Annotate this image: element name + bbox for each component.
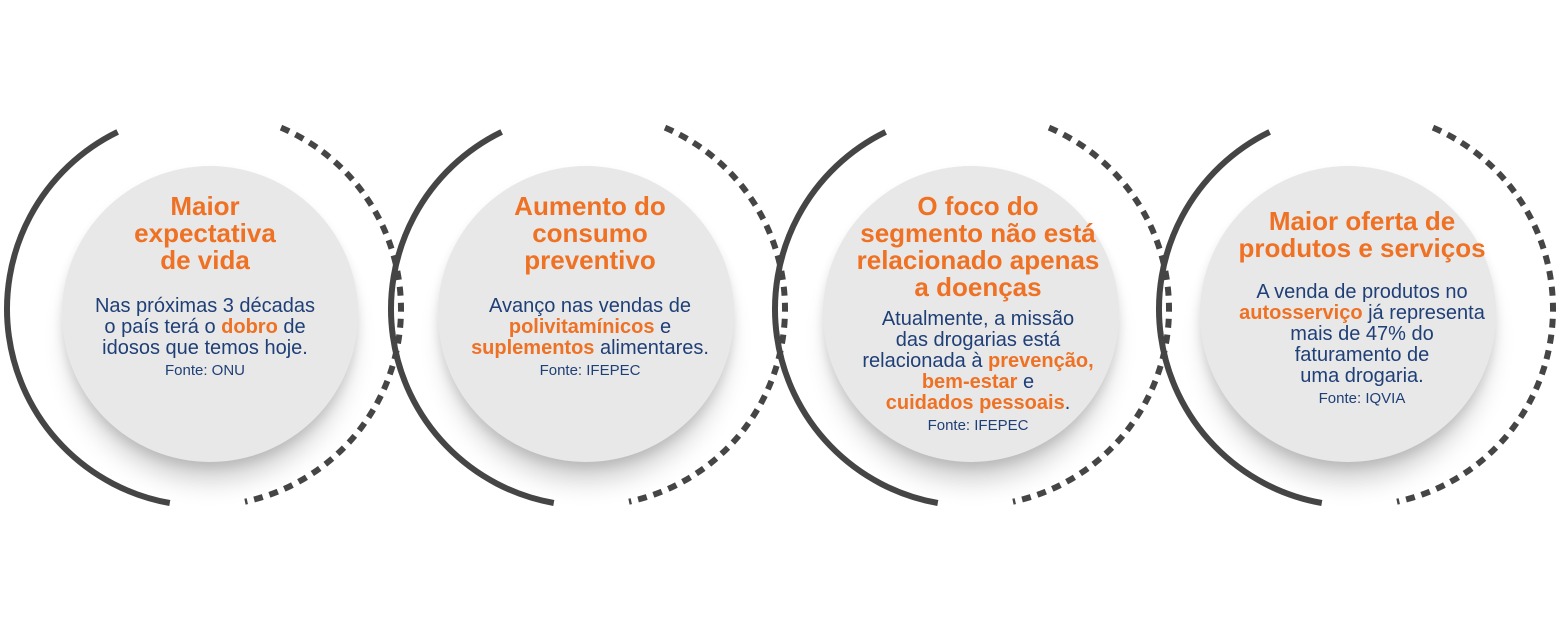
body-text: Avanço nas vendas de (488, 295, 691, 317)
title-line: expectativa (134, 218, 276, 248)
title-line: Maior (170, 191, 240, 221)
step-2-disc (438, 166, 734, 462)
title-line: relacionado apenas (856, 245, 1100, 275)
body-text: faturamento de (1294, 344, 1430, 366)
title-line: segmento não está (860, 218, 1096, 248)
source-label: Fonte: IQVIA (1318, 390, 1406, 407)
step-body: A venda de produtos no autosserviço já r… (1212, 282, 1512, 387)
body-line: Avanço nas vendas de (440, 296, 740, 317)
title-line: de vida (160, 245, 250, 275)
highlight-text: polivitamínicos (508, 316, 655, 338)
title-line: Maior oferta de (1268, 206, 1456, 236)
highlight-text: suplementos (471, 337, 595, 359)
body-text: o país terá o (104, 316, 222, 338)
ring-dashed-arc (244, 124, 404, 505)
title-line: O foco do (917, 191, 1039, 221)
ring-solid-arc (772, 129, 939, 506)
title-line: consumo (532, 218, 648, 248)
source-label: Fonte: IFEPEC (927, 417, 1029, 434)
body-line: bem-estar e (828, 372, 1128, 393)
body-text: e (1017, 371, 1035, 393)
highlight-text: dobro (221, 316, 278, 338)
step-body: Nas próximas 3 décadas o país terá o dob… (55, 296, 355, 359)
body-line: das drogarias está (828, 330, 1128, 351)
body-text: A venda de produtos no (1256, 281, 1468, 303)
step-body: Atualmente, a missão das drogarias está … (828, 309, 1128, 414)
title-line: produtos e serviços (1238, 233, 1486, 263)
body-text: relacionada à (862, 350, 989, 372)
title-line: preventivo (524, 245, 656, 275)
body-line: Atualmente, a missão (828, 309, 1128, 330)
body-text: idosos que temos hoje. (102, 337, 308, 359)
body-line: faturamento de (1212, 345, 1512, 366)
ring-dashed-arc (1012, 124, 1172, 505)
body-text: e (654, 316, 672, 338)
step-4: Maior oferta de produtos e serviços A ve… (1212, 208, 1512, 408)
body-text: alimentares. (594, 337, 709, 359)
highlight-text: cuidados pessoais (885, 392, 1065, 414)
step-body: Avanço nas vendas de polivitamínicos e s… (440, 296, 740, 359)
body-line: autosserviço já representa (1212, 303, 1512, 324)
title-line: a doenças (914, 272, 1042, 302)
highlight-text: autosserviço (1239, 302, 1363, 324)
body-line: idosos que temos hoje. (55, 338, 355, 359)
ring-solid-arc (388, 129, 555, 506)
body-line: o país terá o dobro de (55, 317, 355, 338)
ring-solid-arc (1156, 129, 1323, 506)
body-line: uma drogaria. (1212, 366, 1512, 387)
highlight-text: prevenção, (988, 350, 1094, 372)
body-text: mais de 47% do (1290, 323, 1434, 345)
body-text: . (1064, 392, 1071, 414)
source-label: Fonte: ONU (164, 362, 246, 379)
source-label: Fonte: IFEPEC (539, 362, 641, 379)
ring-solid-arc (4, 129, 171, 506)
step-1: Maior expectativa de vida Nas próximas 3… (55, 193, 355, 380)
body-text: Atualmente, a missão (881, 308, 1075, 330)
body-text: já representa (1362, 302, 1485, 324)
body-line: Nas próximas 3 décadas (55, 296, 355, 317)
body-line: A venda de produtos no (1212, 282, 1512, 303)
body-line: mais de 47% do (1212, 324, 1512, 345)
ring-dashed-arc (1396, 124, 1556, 505)
step-2: Aumento do consumo preventivo Avanço nas… (440, 193, 740, 380)
step-3-disc (823, 166, 1119, 462)
body-text: de (277, 316, 306, 338)
body-line: polivitamínicos e (440, 317, 740, 338)
body-line: suplementos alimentares. (440, 338, 740, 359)
body-text: uma drogaria. (1300, 365, 1424, 387)
step-1-disc (62, 166, 358, 462)
step-3: O foco do segmento não está relacionado … (828, 193, 1128, 435)
body-text: das drogarias está (895, 329, 1061, 351)
ring-dashed-arc (628, 124, 788, 505)
step-title: Maior expectativa de vida (55, 193, 355, 274)
step-4-disc (1200, 166, 1496, 462)
body-line: relacionada à prevenção, (828, 351, 1128, 372)
step-title: Maior oferta de produtos e serviços (1212, 208, 1512, 262)
step-title: O foco do segmento não está relacionado … (828, 193, 1128, 301)
body-text: Nas próximas 3 décadas (94, 295, 316, 317)
body-line: cuidados pessoais. (828, 393, 1128, 414)
highlight-text: bem-estar (921, 371, 1018, 393)
step-title: Aumento do consumo preventivo (440, 193, 740, 274)
title-line: Aumento do (514, 191, 666, 221)
